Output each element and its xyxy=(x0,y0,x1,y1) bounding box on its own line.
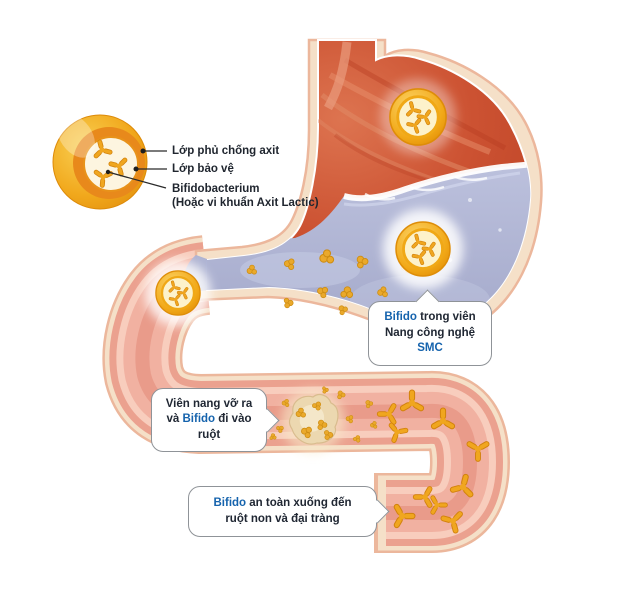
label-bifidobacterium-alt: (Hoặc vi khuẩn Axit Lactic) xyxy=(172,196,319,209)
label-leader-lines xyxy=(107,150,167,189)
bubble-line: ruột xyxy=(197,428,221,441)
bubble-line: ruột non và đại tràng xyxy=(225,512,340,525)
bubble-line: Viên nang vỡ ra xyxy=(165,397,253,410)
bifido-highlight: Bifido xyxy=(384,311,417,324)
bubble-line: Bifido an toàn xuống đến xyxy=(214,496,352,512)
capsule-in-fundus xyxy=(380,79,456,155)
bubble-text: an toàn xuống đến xyxy=(246,497,352,509)
bifido-highlight: Bifido xyxy=(213,497,247,509)
label-protective-layer: Lớp bảo vệ xyxy=(172,163,234,175)
capsule-highlight xyxy=(56,114,96,158)
bubble-text: và xyxy=(166,413,183,426)
bubble-capsule-in-smc: Bifido trong viên Nang công nghệ SMC xyxy=(368,288,492,366)
bubble-capsule-bursts: Viên nang vỡ ra và Bifido đi vào ruột xyxy=(151,388,280,452)
capsule-in-duodenum xyxy=(145,260,211,326)
bubble-line: Nang công nghệ xyxy=(384,326,476,339)
capsule-in-acid xyxy=(383,209,463,289)
label-bifidobacterium-name: Bifidobacterium xyxy=(172,183,260,195)
liquid-surface-foam xyxy=(343,160,531,202)
burst-capsule xyxy=(281,389,345,453)
label-acid-coating: Lớp phủ chống axit xyxy=(172,145,280,157)
label-bifidobacterium: Bifidobacterium (Hoặc vi khuẩn Axit Lact… xyxy=(172,183,319,210)
label-leader-dots xyxy=(105,148,146,175)
bubble-safe-arrival: Bifido an toàn xuống đến ruột non và đại… xyxy=(188,486,390,537)
smc-highlight: SMC xyxy=(417,342,443,355)
bubble-text: trong viên xyxy=(416,311,476,324)
bubble-line: và Bifido đi vào xyxy=(166,412,251,428)
bubble-line: Bifido trong viên xyxy=(384,310,475,326)
bifido-highlight: Bifido xyxy=(182,413,216,426)
capsule-cross-section-inset xyxy=(52,114,148,210)
bubble-text: đi vào xyxy=(215,413,252,426)
